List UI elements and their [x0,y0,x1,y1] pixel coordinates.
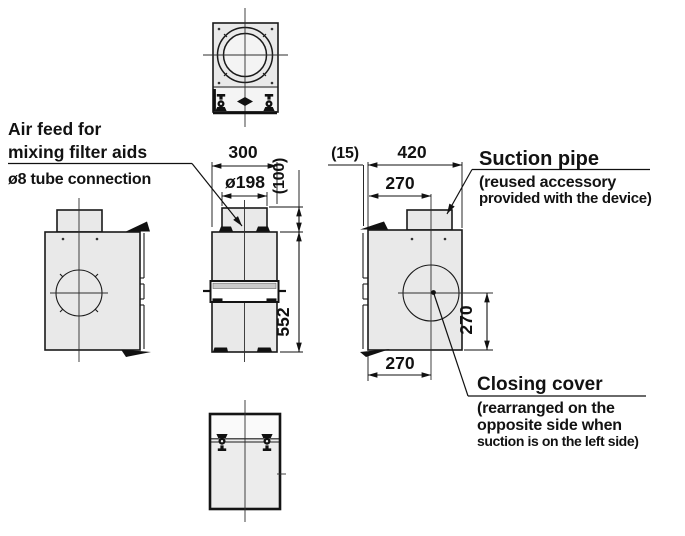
closing-cover-title: Closing cover [477,374,603,395]
dim-270-bottom: 270 [385,353,414,373]
bottom-view [208,400,286,522]
dim-15: (15) [331,145,359,162]
latch-handle-icon [360,349,390,357]
dim-pipe-height: (100) [269,158,303,233]
closing-cover-sub-3: suction is on the left side) [477,433,638,449]
dim-300: 300 [228,142,257,162]
closing-cover-leader [433,293,469,397]
handle-diamond-icon [237,97,253,106]
suction-pipe-sub-1: (reused accessory [479,174,616,191]
dim-420: 420 [397,142,426,162]
dim-cover-offset-bottom: 270 [367,353,432,381]
pipe-foot [256,226,270,232]
right-side-view [360,194,493,380]
dim-270-side: 270 [456,305,476,334]
pipe-foot [219,226,233,232]
cover-bolt-ticks [59,273,99,313]
right-view-clamp-strip [362,233,368,349]
dim-side-gap: (15) [328,145,364,226]
latch-handle-icon [121,349,151,357]
latch-handle-icon [360,221,388,230]
latch-handle-icon [126,221,150,232]
air-feed-label-2: mixing filter aids [8,142,147,162]
suction-pipe-leader [446,169,473,215]
dim-cover-offset-side: 270 [456,292,493,351]
right-view-body [367,229,463,351]
suction-pipe-stub [406,209,453,231]
front-view [203,200,286,362]
air-feed-label-3: ø8 tube connection [8,171,151,188]
left-view-clamp-strip [140,233,145,349]
dim-552: 552 [273,307,293,336]
air-feed-leader [191,163,243,227]
dim-100: (100) [271,158,288,194]
callout-closing-cover: Closing cover (rearranged on the opposit… [433,293,646,449]
dim-side-width: 420 [367,142,463,228]
dim-198: ø198 [225,172,265,192]
dim-pipe-diameter: ø198 [221,172,268,206]
left-view-pipe-stub [56,209,103,233]
dim-body-height: 552 [273,231,303,353]
left-view-body [44,231,141,351]
dim-pipe-offset-top: 270 [368,173,432,199]
closing-cover-sub-2: opposite side when [477,417,622,434]
flange-bolt-ticks [223,33,267,77]
dim-270-top: 270 [385,173,414,193]
air-feed-label-1: Air feed for [8,119,102,139]
callout-air-feed: Air feed for mixing filter aids ø8 tube … [8,119,243,227]
suction-pipe-title: Suction pipe [479,148,599,170]
callout-suction-pipe: Suction pipe (reused accessory provided … [446,148,652,215]
suction-pipe-sub-2: provided with the device) [479,190,652,207]
bottom-foot [213,347,228,352]
dim-front-width: 300 [211,142,278,227]
left-side-view [44,198,151,362]
closing-cover-sub-1: (rearranged on the [477,400,615,417]
clamp-band-strip [212,282,277,289]
top-view [203,8,288,127]
cover-center-dot [431,290,436,295]
bottom-foot [257,347,272,352]
